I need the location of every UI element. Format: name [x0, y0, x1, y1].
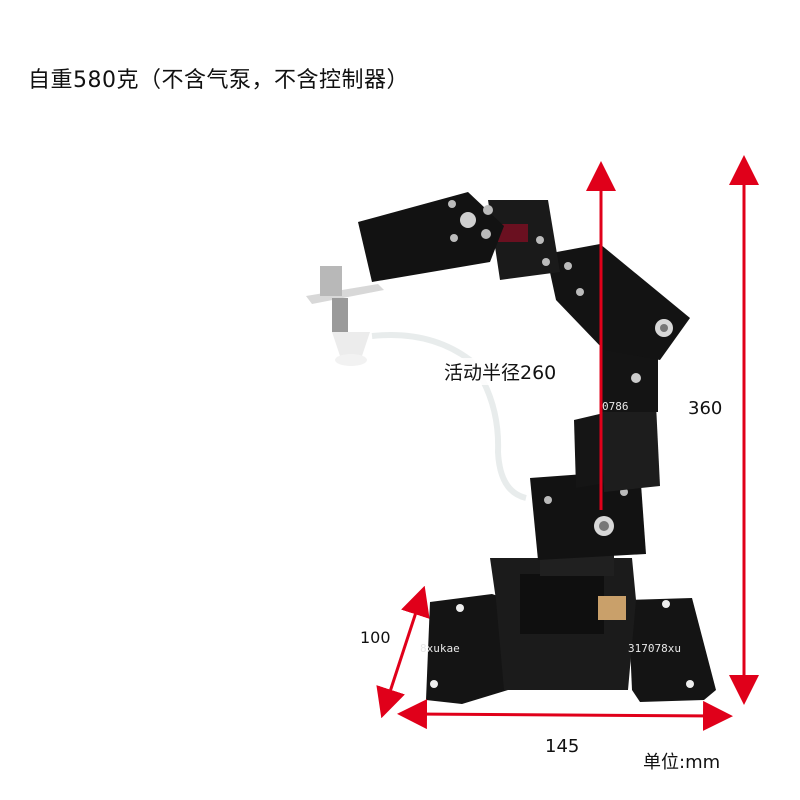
elbow-servo — [488, 200, 560, 280]
unit-label: 单位:mm — [643, 752, 721, 773]
lower-bracket — [530, 470, 646, 560]
forearm — [358, 192, 504, 282]
suction-end-effector — [306, 266, 527, 501]
height-dimension-label: 360 — [688, 398, 723, 419]
width-arrow — [397, 699, 733, 731]
vertical-column — [574, 340, 660, 492]
watermark: 317078xu — [628, 642, 681, 655]
upper-arm — [546, 244, 690, 360]
depth-dimension-label: 100 — [360, 628, 391, 647]
width-dimension-label: 145 — [545, 736, 580, 757]
depth-arrow — [376, 585, 430, 719]
weight-caption: 自重580克（不含气泵，不含控制器） — [28, 68, 409, 93]
watermark: 8xukae — [420, 642, 460, 655]
radius-dimension-label: 活动半径260 — [442, 358, 559, 385]
watermark: 0786 — [602, 400, 629, 413]
